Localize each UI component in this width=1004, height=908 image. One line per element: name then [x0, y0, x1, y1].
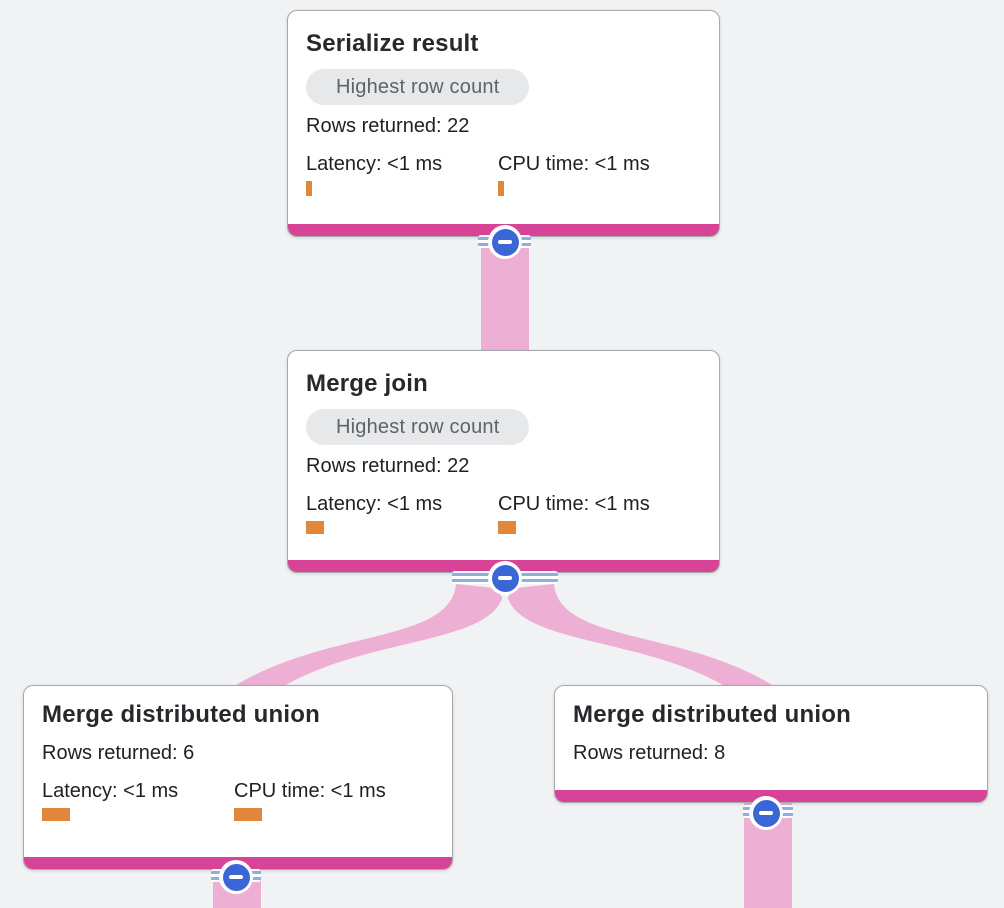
cpu-time-bar	[498, 181, 504, 196]
collapse-right-union-button[interactable]	[749, 796, 783, 830]
cpu-time-bar	[498, 521, 516, 534]
metrics-row: Latency: <1 ms CPU time: <1 ms	[306, 151, 699, 196]
latency-bar	[42, 808, 70, 821]
minus-icon	[498, 576, 512, 580]
cpu-time-label: CPU time: <1 ms	[498, 493, 650, 515]
minus-icon	[759, 811, 773, 815]
node-title: Serialize result	[306, 30, 479, 57]
collapse-serialize-result-button[interactable]	[488, 225, 522, 259]
edge-merge-join-to-serialize-result	[481, 243, 529, 356]
collapse-circle	[491, 564, 519, 592]
collapse-merge-join-button[interactable]	[488, 561, 522, 595]
node-title: Merge distributed union	[573, 701, 851, 728]
plan-node-merge-distributed-union-right[interactable]: Merge distributed union Rows returned: 8	[554, 685, 988, 803]
metrics-row: Latency: <1 ms CPU time: <1 ms	[42, 778, 432, 821]
collapse-circle	[222, 863, 250, 891]
collapse-circle	[491, 228, 519, 256]
cpu-time-metric: CPU time: <1 ms	[234, 778, 432, 821]
plan-node-serialize-result[interactable]: Serialize result Highest row count Rows …	[287, 10, 720, 237]
latency-metric: Latency: <1 ms	[306, 491, 498, 534]
metrics-row: Latency: <1 ms CPU time: <1 ms	[306, 491, 699, 534]
latency-bar	[306, 181, 312, 196]
cpu-time-bar	[234, 808, 262, 821]
node-title: Merge distributed union	[42, 701, 320, 728]
latency-label: Latency: <1 ms	[42, 780, 179, 802]
latency-label: Latency: <1 ms	[306, 493, 443, 515]
cpu-time-metric: CPU time: <1 ms	[498, 151, 699, 196]
node-title: Merge join	[306, 370, 429, 397]
latency-metric: Latency: <1 ms	[42, 778, 234, 821]
collapse-circle	[752, 799, 780, 827]
plan-node-merge-join[interactable]: Merge join Highest row count Rows return…	[287, 350, 720, 573]
minus-icon	[229, 875, 243, 879]
plan-node-merge-distributed-union-left[interactable]: Merge distributed union Rows returned: 6…	[23, 685, 453, 870]
cpu-time-label: CPU time: <1 ms	[498, 153, 650, 175]
cpu-time-label: CPU time: <1 ms	[234, 780, 386, 802]
latency-label: Latency: <1 ms	[306, 153, 443, 175]
latency-metric: Latency: <1 ms	[306, 151, 498, 196]
rows-returned-text: Rows returned: 22	[306, 455, 470, 477]
highest-row-count-badge: Highest row count	[306, 69, 530, 105]
highest-row-count-badge: Highest row count	[306, 409, 530, 445]
rows-returned-text: Rows returned: 8	[573, 742, 726, 764]
edge-right-union-to-merge-join	[506, 584, 795, 701]
cpu-time-metric: CPU time: <1 ms	[498, 491, 699, 534]
collapse-left-union-button[interactable]	[219, 860, 253, 894]
rows-returned-text: Rows returned: 6	[42, 742, 195, 764]
latency-bar	[306, 521, 324, 534]
minus-icon	[498, 240, 512, 244]
rows-returned-text: Rows returned: 22	[306, 115, 470, 137]
edge-left-union-to-merge-join	[213, 584, 504, 701]
